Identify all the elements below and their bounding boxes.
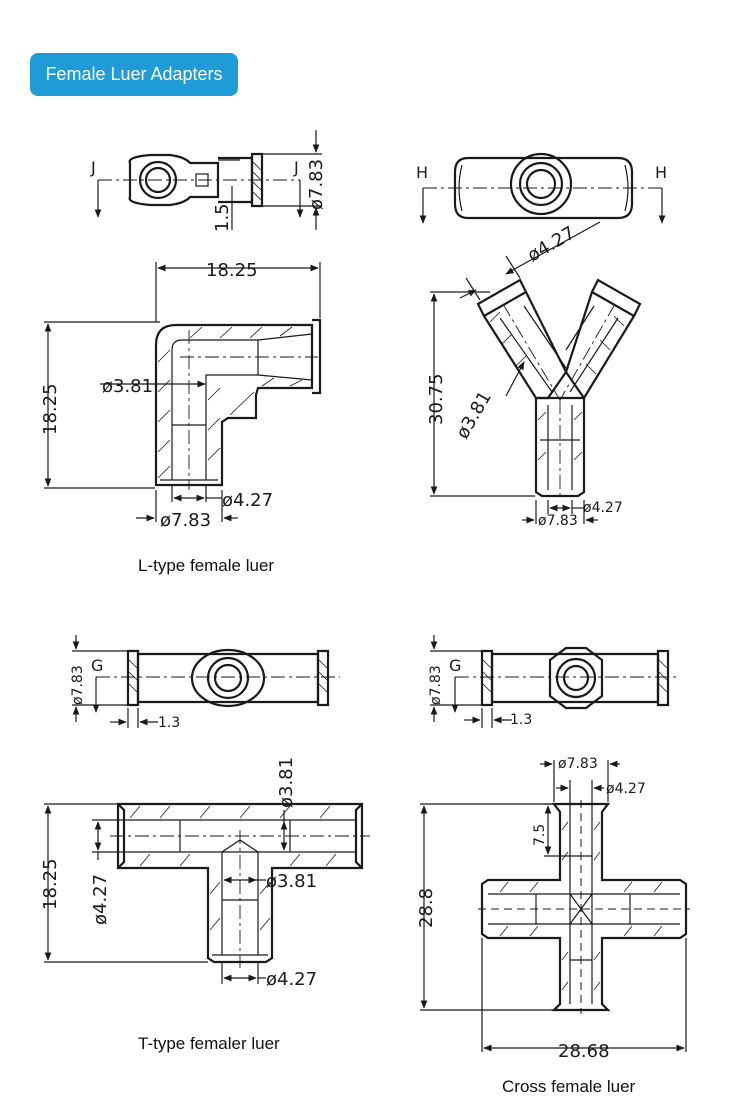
cross-top-gap-dim: 1.3 [510, 712, 532, 728]
y-inner-dia-dim: ø3.81 [452, 388, 496, 443]
t-height-dim: 18.25 [40, 858, 61, 910]
cross-arm-dim: 7.5 [532, 824, 548, 846]
y-type-section-view: ø4.27 30.75 ø3.81 ø4.27 ø7.83 [426, 221, 642, 529]
y-top-dia-dim: ø4.27 [524, 223, 579, 267]
l-type-section-view: 18.25 18.25 ø3.81 ø4.27 ø7.83 [40, 260, 322, 531]
cross-section-view: ø7.83 ø4.27 7.5 28.8 28.68 [416, 756, 690, 1062]
l-width-dim: 18.25 [206, 260, 258, 281]
cross-width-dim: 28.68 [558, 1041, 610, 1062]
section-tag-g-t: G [91, 656, 103, 675]
cross-height-dim: 28.8 [416, 888, 437, 928]
t-type-section-view: 18.25 ø4.27 ø3.81 ø3.81 ø4.27 [40, 757, 370, 990]
section-tag-h-left: H [416, 163, 428, 182]
l-top-dia-dim: ø7.83 [306, 159, 327, 210]
caption-cross: Cross female luer [502, 1077, 636, 1096]
t-inner-top-dia-dim: ø3.81 [276, 757, 297, 808]
cross-top-outer-dia-dim: ø7.83 [558, 756, 598, 772]
l-top-gap-dim: 1.5 [212, 203, 233, 232]
section-title-badge: Female Luer Adapters [30, 53, 238, 96]
section-tag-g-cross: G [449, 656, 461, 675]
cross-top-dia-dim: ø7.83 [428, 665, 444, 705]
l-height-dim: 18.25 [40, 383, 61, 435]
y-base-dia-dim: ø7.83 [538, 513, 578, 529]
section-tag-j-right: J [293, 158, 299, 177]
l-inner-dia-dim: ø3.81 [102, 376, 153, 397]
t-outlet-dia-dim: ø4.27 [266, 969, 317, 990]
y-height-dim: 30.75 [426, 373, 447, 425]
y-type-top-view: H H [416, 152, 667, 224]
cross-top-inner-dia-dim: ø4.27 [606, 781, 646, 797]
t-top-gap-dim: 1.3 [158, 715, 180, 731]
l-type-top-view: J 1.5 J ø7.83 [90, 130, 327, 232]
caption-l-type: L-type female luer [138, 556, 275, 575]
t-top-dia-dim: ø7.83 [70, 665, 86, 705]
t-left-dia-dim: ø4.27 [90, 874, 111, 925]
t-type-top-view: G ø7.83 1.3 [70, 635, 340, 731]
section-tag-h-right: H [655, 163, 667, 182]
cross-top-view: G ø7.83 1.3 [428, 635, 680, 728]
l-base-dia-dim: ø7.83 [160, 510, 211, 531]
y-outlet-dia-dim: ø4.27 [583, 500, 623, 516]
t-inner-dia-dim: ø3.81 [266, 871, 317, 892]
caption-t-type: T-type femaler luer [138, 1034, 280, 1053]
l-outlet-dia-dim: ø4.27 [222, 490, 273, 511]
section-tag-j-left: J [90, 158, 96, 177]
section-title: Female Luer Adapters [45, 64, 223, 84]
